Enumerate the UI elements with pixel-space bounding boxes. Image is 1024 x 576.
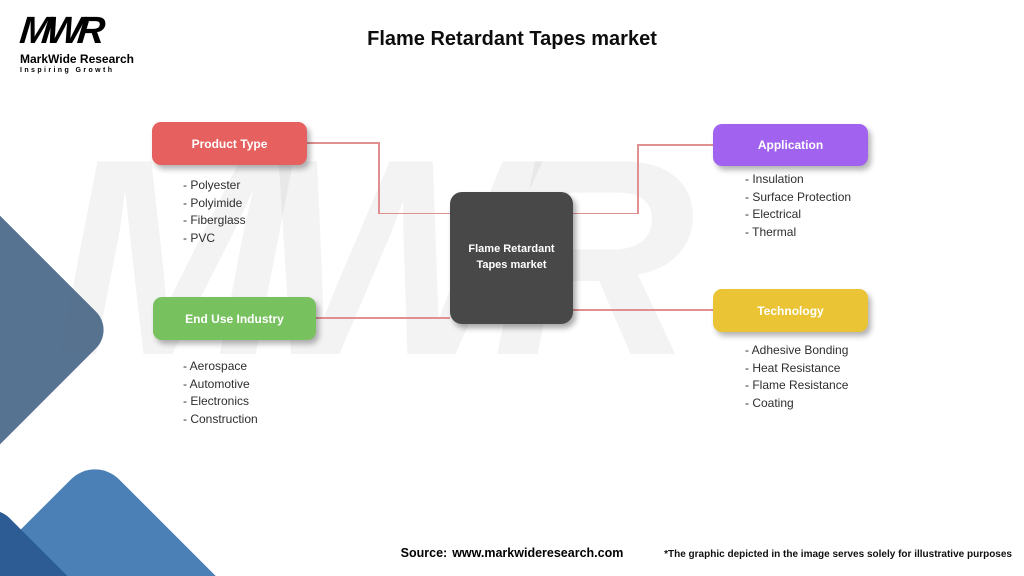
center-node: Flame Retardant Tapes market — [450, 192, 573, 324]
connector-product-h2 — [378, 212, 450, 214]
list-item: - Automotive — [183, 376, 250, 391]
list-item: - Coating — [745, 395, 794, 410]
branch-technology: Technology — [713, 289, 868, 332]
list-item: - Polyimide — [183, 195, 243, 210]
connector-technology — [573, 309, 713, 311]
connector-application-h2 — [573, 212, 638, 214]
logo: MWR MarkWide Research Inspiring Growth — [18, 10, 134, 74]
branch-product-type: Product Type — [152, 122, 307, 165]
list-item: - Electronics — [183, 394, 250, 408]
list-item: - PVC — [183, 230, 216, 245]
list-item: - Heat Resistance — [745, 360, 841, 375]
source-line: Source: www.markwideresearch.com — [0, 546, 1024, 560]
end-use-industry-items: - Aerospace - Automotive - Electronics -… — [183, 358, 258, 428]
list-item: - Surface Protection — [745, 189, 852, 204]
list-item: - Flame Resistance — [745, 378, 849, 392]
connector-product-v — [378, 142, 380, 214]
list-item: - Aerospace — [183, 359, 248, 373]
source-label: Source: — [400, 546, 448, 560]
branch-technology-label: Technology — [757, 303, 824, 318]
branch-application: Application — [713, 124, 868, 166]
disclaimer: *The graphic depicted in the image serve… — [664, 549, 1012, 560]
list-item: - Thermal — [745, 224, 797, 239]
list-item: - Fiberglass — [183, 213, 246, 227]
branch-end-use-industry: End Use Industry — [153, 297, 316, 340]
page-title: Flame Retardant Tapes market — [367, 28, 657, 50]
product-type-items: - Polyester - Polyimide - Fiberglass - P… — [183, 177, 246, 247]
connector-enduse — [316, 317, 450, 319]
logo-tagline: Inspiring Growth — [20, 67, 115, 74]
list-item: - Electrical — [745, 207, 802, 221]
connector-application-v — [637, 144, 639, 214]
connector-product-h1 — [307, 142, 378, 144]
branch-product-type-label: Product Type — [191, 136, 268, 151]
source-url[interactable]: www.markwideresearch.com — [452, 546, 624, 560]
list-item: - Insulation — [745, 172, 804, 186]
list-item: - Construction — [183, 411, 258, 426]
application-items: - Insulation - Surface Protection - Elec… — [745, 171, 851, 241]
list-item: - Adhesive Bonding — [745, 343, 849, 357]
watermark: MWR — [55, 102, 695, 414]
connector-application-h1 — [637, 144, 713, 146]
branch-application-label: Application — [757, 138, 824, 152]
branch-end-use-industry-label: End Use Industry — [185, 311, 284, 326]
logo-name: MarkWide Research — [20, 52, 134, 66]
list-item: - Polyester — [183, 178, 241, 192]
technology-items: - Adhesive Bonding - Heat Resistance - F… — [745, 342, 848, 412]
center-node-label: Flame Retardant Tapes market — [468, 243, 555, 271]
